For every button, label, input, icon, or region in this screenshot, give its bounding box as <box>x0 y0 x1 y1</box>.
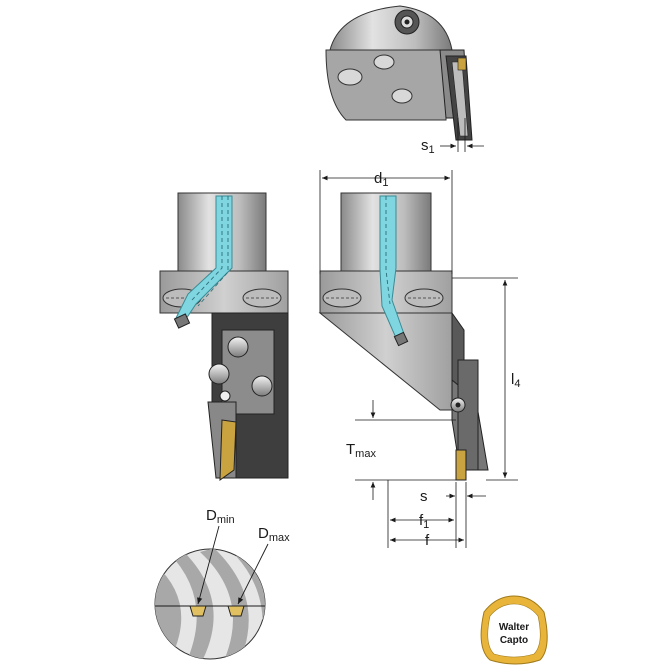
label-d1: d1 <box>374 170 388 189</box>
label-s1: s1 <box>421 137 435 156</box>
label-dmax: Dmax <box>258 525 290 544</box>
logo-line1: Walter <box>499 622 529 633</box>
walter-capto-logo: Walter Capto <box>480 595 548 665</box>
label-f1: f1 <box>419 512 429 531</box>
dimension-lines <box>319 170 518 548</box>
label-tmax: Tmax <box>346 441 376 460</box>
side-view-left <box>159 192 289 481</box>
groove-detail <box>154 525 269 660</box>
label-dmin: Dmin <box>206 507 235 526</box>
side-view-right <box>318 192 489 481</box>
label-l4: l4 <box>511 371 520 390</box>
logo-line2: Capto <box>500 635 528 646</box>
top-view <box>325 5 484 152</box>
label-f: f <box>425 532 430 549</box>
label-s: s <box>420 488 428 505</box>
